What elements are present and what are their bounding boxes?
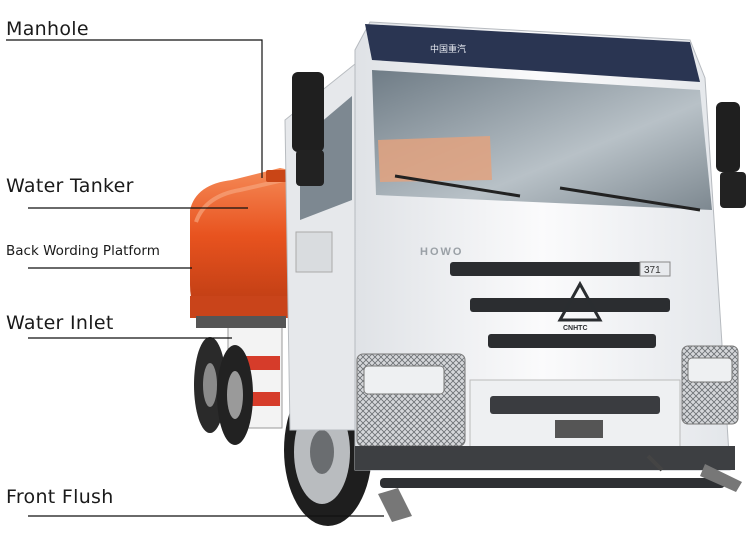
leader-line-manhole — [6, 39, 263, 178]
side-mirror — [292, 72, 324, 152]
logo-text: CNHTC — [563, 325, 588, 332]
water-tank — [190, 168, 302, 318]
label-water-tanker: Water Tanker — [6, 175, 134, 197]
label-water-inlet: Water Inlet — [6, 312, 114, 334]
cab-front: 中国重汽 HOWO 371 CNHTC — [354, 21, 746, 471]
front-flush-bar — [378, 454, 742, 522]
model-badge: 371 — [644, 265, 661, 276]
label-manhole: Manhole — [6, 18, 89, 40]
rear-wheels — [194, 337, 253, 445]
brand-text: HOWO — [420, 246, 463, 258]
label-back-wording-platform: Back Wording Platform — [6, 243, 160, 259]
roof-brand-text: 中国重汽 — [430, 43, 466, 54]
logo-icon — [557, 280, 603, 322]
cab-side — [284, 58, 361, 431]
label-front-flush: Front Flush — [6, 486, 114, 508]
leader-lines — [6, 39, 384, 517]
